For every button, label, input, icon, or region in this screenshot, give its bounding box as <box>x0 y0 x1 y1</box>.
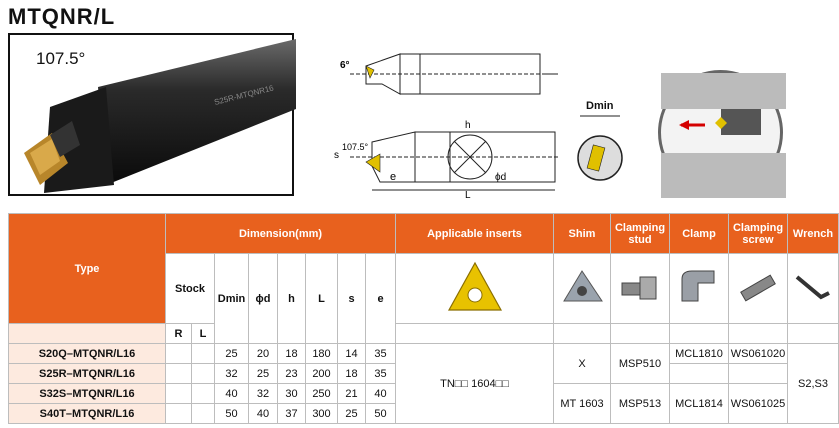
stock-r-cell <box>165 363 192 384</box>
wrench-image <box>787 253 839 324</box>
type-cell: S25R–MTQNR/L16 <box>8 363 166 384</box>
dmin-col-header: Dmin <box>214 253 249 344</box>
e-cell: 50 <box>365 403 396 424</box>
type-header: Type <box>8 213 166 324</box>
s-cell: 14 <box>337 343 366 364</box>
e-cell: 40 <box>365 383 396 404</box>
length-cell: 180 <box>305 343 338 364</box>
shim-header: Shim <box>553 213 611 254</box>
dmin-cell: 50 <box>214 403 249 424</box>
stud-image <box>610 253 670 324</box>
stock-l-header: L <box>191 323 215 344</box>
h-col-header: h <box>277 253 306 344</box>
dim-d-label: ϕd <box>495 172 506 183</box>
screw-header: Clamping screw <box>728 213 788 254</box>
stock-l-cell <box>191 363 215 384</box>
clamp-top-cell-2 <box>669 363 729 384</box>
boring-bar-illustration: S25R-MTQNR16 <box>24 39 296 193</box>
type-cell: S20Q–MTQNR/L16 <box>8 343 166 364</box>
wrench-cell: S2,S3 <box>787 343 839 424</box>
stud-header: Clamping stud <box>610 213 670 254</box>
dmin-drawing <box>577 115 623 181</box>
dmin-cell: 25 <box>214 343 249 364</box>
wrench-spacer <box>787 323 839 344</box>
wrench-header: Wrench <box>787 213 839 254</box>
spec-table: Type Dimension(mm) Applicable inserts Sh… <box>8 213 839 424</box>
dim-e-label: e <box>390 171 396 183</box>
dimension-header: Dimension(mm) <box>165 213 396 254</box>
type-cell: S32S–MTQNR/L16 <box>8 383 166 404</box>
h-cell: 37 <box>277 403 306 424</box>
d-col-header: ϕd <box>248 253 278 344</box>
length-cell: 250 <box>305 383 338 404</box>
length-cell: 200 <box>305 363 338 384</box>
h-cell: 18 <box>277 343 306 364</box>
d-cell: 40 <box>248 403 278 424</box>
inserts-header: Applicable inserts <box>395 213 554 254</box>
e-cell: 35 <box>365 343 396 364</box>
shim-bottom-cell: MT 1603 <box>553 383 611 424</box>
stock-r-cell <box>165 403 192 424</box>
stud-spacer <box>610 323 670 344</box>
s-cell: 21 <box>337 383 366 404</box>
stock-r-cell <box>165 383 192 404</box>
clamp-image <box>669 253 729 324</box>
photo-angle-label: 107.5° <box>36 49 86 68</box>
screw-spacer <box>728 323 788 344</box>
s-cell: 25 <box>337 403 366 424</box>
technical-drawing: 6° s 107.5° e h ϕd L <box>334 53 560 201</box>
page-title: MTQNR/L <box>8 4 116 29</box>
dmin-label: Dmin <box>586 100 614 112</box>
type-header-spacer <box>8 323 166 344</box>
shim-top-cell: X <box>553 343 611 384</box>
stock-l-cell <box>191 383 215 404</box>
dim-L-label: L <box>465 190 471 201</box>
type-cell: S40T–MTQNR/L16 <box>8 403 166 424</box>
dmin-cell: 40 <box>214 383 249 404</box>
angle-107-label: 107.5° <box>342 142 369 152</box>
clamp-top-cell: MCL1810 <box>669 343 729 364</box>
angle-6-label: 6° <box>340 60 350 71</box>
length-col-header: L <box>305 253 338 344</box>
screw-bottom-cell: WS061025 <box>728 383 788 424</box>
table-row: S32S–MTQNR/L16 40 32 30 250 21 40 MT 160… <box>8 383 839 424</box>
table-row: S20Q–MTQNR/L16 25 20 18 180 14 35 TN□□ 1… <box>8 343 839 424</box>
screw-image <box>728 253 788 324</box>
clamp-bottom-cell: MCL1814 <box>669 383 729 424</box>
s-cell: 18 <box>337 363 366 384</box>
stock-l-cell <box>191 403 215 424</box>
dmin-cell: 32 <box>214 363 249 384</box>
shim-image <box>553 253 611 324</box>
e-cell: 35 <box>365 363 396 384</box>
stud-bottom-cell: MSP513 <box>610 383 670 424</box>
h-cell: 23 <box>277 363 306 384</box>
shim-spacer <box>553 323 611 344</box>
screw-top-cell-2 <box>728 363 788 384</box>
length-cell: 300 <box>305 403 338 424</box>
stock-l-cell <box>191 343 215 364</box>
screw-top-cell: WS061020 <box>728 343 788 364</box>
e-col-header: e <box>365 253 396 344</box>
inserts-spacer <box>395 323 554 344</box>
s-col-header: s <box>337 253 366 344</box>
d-cell: 25 <box>248 363 278 384</box>
clamp-header: Clamp <box>669 213 729 254</box>
stock-r-header: R <box>165 323 192 344</box>
table-row: S40T–MTQNR/L16 50 40 37 300 25 50 <box>8 403 839 424</box>
product-photo: S25R-MTQNR16 107.5° <box>8 33 296 196</box>
h-cell: 30 <box>277 383 306 404</box>
clamp-spacer <box>669 323 729 344</box>
d-cell: 32 <box>248 383 278 404</box>
d-cell: 20 <box>248 343 278 364</box>
stock-header: Stock <box>165 253 215 324</box>
dim-h-label: h <box>465 120 471 131</box>
stock-r-cell <box>165 343 192 364</box>
boring-operation-illustration <box>658 70 786 198</box>
insert-image <box>395 253 554 324</box>
insert-code-cell: TN□□ 1604□□ <box>395 343 554 424</box>
dim-s-label: s <box>334 150 339 161</box>
stud-top-cell: MSP510 <box>610 343 670 384</box>
